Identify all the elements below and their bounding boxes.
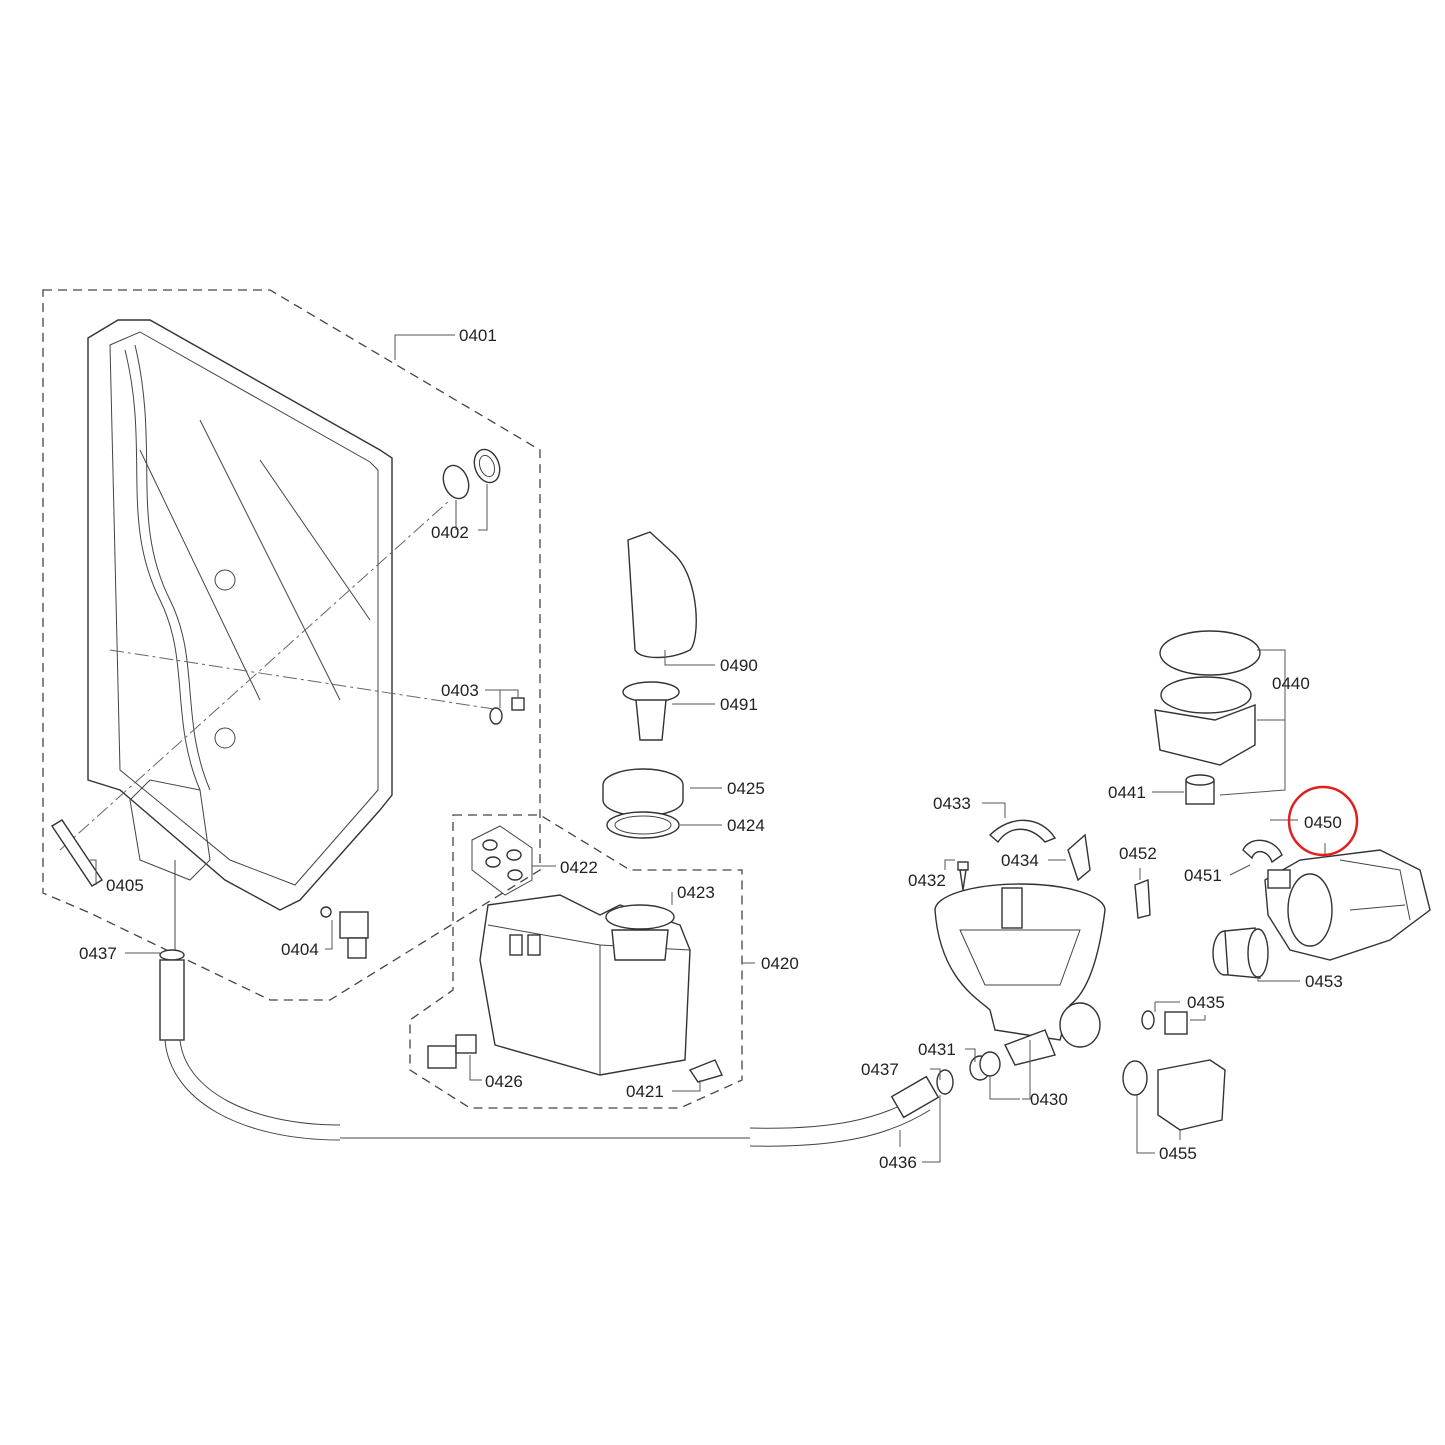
label-0421[interactable]: 0421 [626, 1082, 664, 1101]
part-0450-heat-pump[interactable] [1264, 849, 1431, 961]
part-0421-clip[interactable] [688, 1059, 723, 1083]
label-0450[interactable]: 0450 [1304, 813, 1342, 832]
part-0452-clip[interactable] [1134, 879, 1151, 919]
label-0491[interactable]: 0491 [720, 695, 758, 714]
label-0437-left[interactable]: 0437 [79, 944, 117, 963]
label-0431[interactable]: 0431 [918, 1040, 956, 1059]
part-0426-sensor[interactable] [427, 1034, 477, 1069]
part-0423-ring[interactable] [605, 904, 675, 961]
highlight-circle-0450 [1287, 785, 1359, 857]
label-0402[interactable]: 0402 [431, 523, 469, 542]
part-0404-valve[interactable] [320, 906, 369, 959]
label-0401[interactable]: 0401 [459, 326, 497, 345]
label-0452[interactable]: 0452 [1119, 844, 1157, 863]
part-0424-ring[interactable] [606, 811, 680, 839]
label-0420[interactable]: 0420 [761, 954, 799, 973]
part-0401-inner-door[interactable] [87, 319, 393, 911]
label-0436[interactable]: 0436 [879, 1153, 917, 1172]
label-0403[interactable]: 0403 [441, 681, 479, 700]
label-0440[interactable]: 0440 [1272, 674, 1310, 693]
label-0404[interactable]: 0404 [281, 940, 319, 959]
part-0405-clip[interactable] [51, 819, 103, 887]
part-0425-lid[interactable] [602, 768, 684, 817]
part-0422-seals[interactable] [471, 825, 533, 896]
part-0403-fittings[interactable] [489, 697, 525, 725]
part-0441-impeller[interactable] [1185, 774, 1215, 805]
label-0441[interactable]: 0441 [1108, 783, 1146, 802]
label-0435[interactable]: 0435 [1187, 993, 1225, 1012]
label-0451[interactable]: 0451 [1184, 866, 1222, 885]
label-0455[interactable]: 0455 [1159, 1144, 1197, 1163]
part-0432-screw[interactable] [957, 861, 969, 891]
label-0425[interactable]: 0425 [727, 779, 765, 798]
label-0405[interactable]: 0405 [106, 876, 144, 895]
part-0451-clamp[interactable] [1242, 839, 1283, 864]
label-0426[interactable]: 0426 [485, 1072, 523, 1091]
label-0434[interactable]: 0434 [1001, 851, 1039, 870]
part-0434-valve-flap[interactable] [1067, 833, 1091, 882]
part-0490-funnel[interactable] [627, 531, 697, 659]
group-boundary-0420 [409, 814, 743, 1109]
part-0437-hose[interactable] [159, 949, 954, 1147]
part-0491-cap[interactable] [622, 681, 680, 741]
part-0430-sump[interactable] [934, 883, 1106, 1066]
label-0423[interactable]: 0423 [677, 883, 715, 902]
part-0435-sensor[interactable] [1141, 1010, 1188, 1035]
label-0430[interactable]: 0430 [1030, 1090, 1068, 1109]
label-0422[interactable]: 0422 [560, 858, 598, 877]
label-0490[interactable]: 0490 [720, 656, 758, 675]
part-0455-drain-pump[interactable] [1122, 1059, 1226, 1131]
part-0453-connector[interactable] [1212, 927, 1269, 979]
group-boundary-0401 [42, 289, 541, 1001]
label-0424[interactable]: 0424 [727, 816, 765, 835]
part-0440-pump-cover[interactable] [1154, 630, 1261, 766]
label-0453[interactable]: 0453 [1305, 972, 1343, 991]
part-0402-ring-and-cap[interactable] [439, 446, 504, 502]
part-labels: 0401 0402 0403 0404 0405 0437 0490 0491 … [79, 326, 1359, 1172]
label-0433[interactable]: 0433 [933, 794, 971, 813]
label-0432[interactable]: 0432 [908, 871, 946, 890]
part-0433-deflector[interactable] [988, 819, 1057, 844]
label-0437-right[interactable]: 0437 [861, 1060, 899, 1079]
